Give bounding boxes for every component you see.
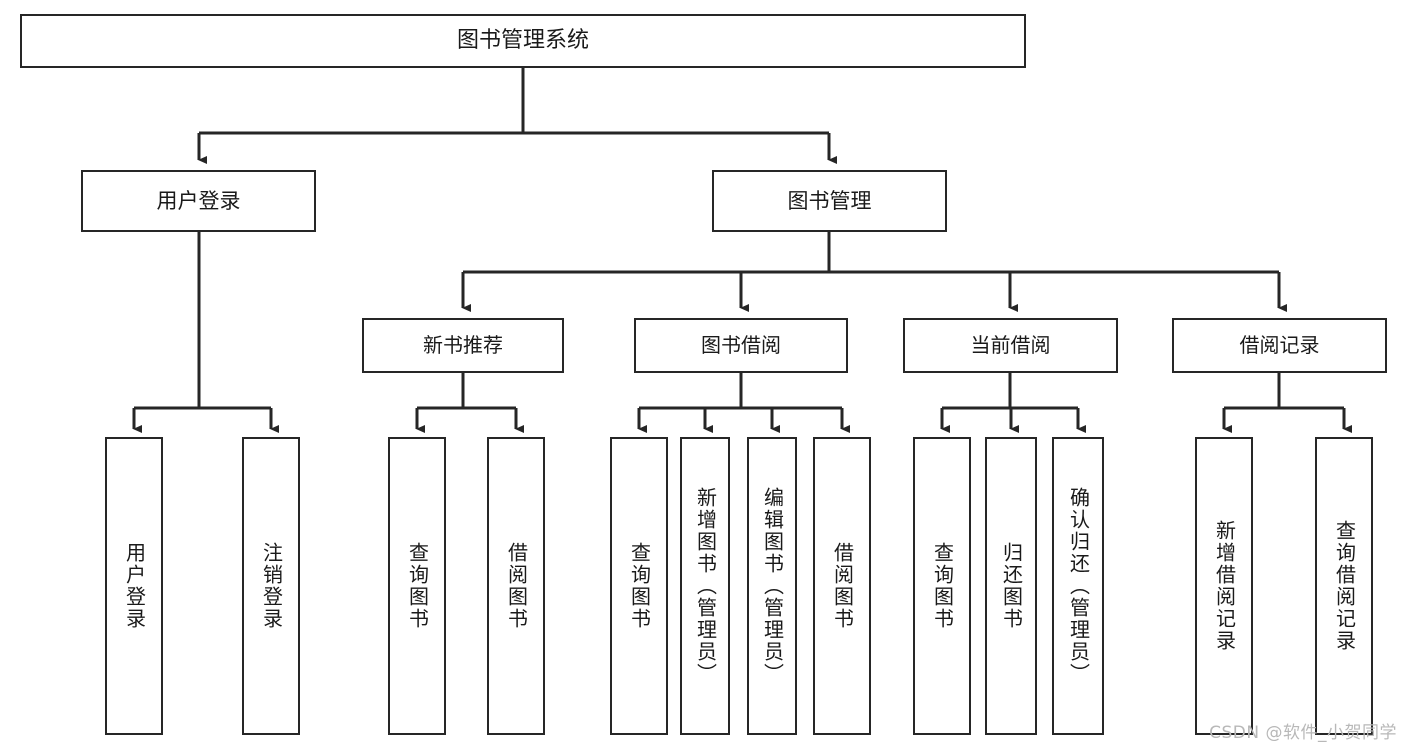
leaf-user-login[interactable]: 用户登录 xyxy=(105,437,163,735)
node-label: 查询借阅记录 xyxy=(1332,520,1357,652)
node-borrow-record[interactable]: 借阅记录 xyxy=(1172,318,1387,373)
node-new-book-recommend[interactable]: 新书推荐 xyxy=(362,318,564,373)
leaf-query-book-current[interactable]: 查询图书 xyxy=(913,437,971,735)
node-label: 查询图书 xyxy=(405,542,430,630)
leaf-logout[interactable]: 注销登录 xyxy=(242,437,300,735)
node-label: 图书管理 xyxy=(787,188,872,213)
leaf-return-book[interactable]: 归还图书 xyxy=(985,437,1037,735)
node-label: 图书管理系统 xyxy=(456,28,589,54)
node-book-borrow[interactable]: 图书借阅 xyxy=(634,318,848,373)
leaf-add-borrow-record[interactable]: 新增借阅记录 xyxy=(1195,437,1253,735)
leaf-confirm-return-admin[interactable]: 确认归还（管理员） xyxy=(1052,437,1104,735)
leaf-query-book-borrow[interactable]: 查询图书 xyxy=(610,437,668,735)
node-label: 用户登录 xyxy=(156,188,241,213)
node-label: 借阅图书 xyxy=(504,542,529,630)
node-book-management[interactable]: 图书管理 xyxy=(712,170,947,232)
node-user-login[interactable]: 用户登录 xyxy=(81,170,316,232)
leaf-edit-book-admin[interactable]: 编辑图书（管理员） xyxy=(747,437,797,735)
node-label: 查询图书 xyxy=(627,542,652,630)
node-label: 当前借阅 xyxy=(970,333,1051,357)
node-label: 编辑图书（管理员） xyxy=(760,487,785,685)
node-label: 新增图书（管理员） xyxy=(693,487,718,685)
node-label: 用户登录 xyxy=(122,542,147,630)
node-label: 新书推荐 xyxy=(423,333,503,357)
leaf-add-book-admin[interactable]: 新增图书（管理员） xyxy=(680,437,730,735)
node-label: 图书借阅 xyxy=(701,333,781,357)
node-label: 确认归还（管理员） xyxy=(1066,487,1091,685)
node-label: 归还图书 xyxy=(999,542,1024,630)
watermark: CSDN @软件_小贺同学 xyxy=(1209,723,1397,743)
node-label: 借阅记录 xyxy=(1239,333,1320,357)
leaf-query-book-recommend[interactable]: 查询图书 xyxy=(388,437,446,735)
leaf-query-borrow-record[interactable]: 查询借阅记录 xyxy=(1315,437,1373,735)
leaf-borrow-book-recommend[interactable]: 借阅图书 xyxy=(487,437,545,735)
node-label: 借阅图书 xyxy=(830,542,855,630)
leaf-borrow-book[interactable]: 借阅图书 xyxy=(813,437,871,735)
node-label: 查询图书 xyxy=(930,542,955,630)
node-label: 注销登录 xyxy=(259,542,284,630)
node-label: 新增借阅记录 xyxy=(1212,520,1237,652)
node-root[interactable]: 图书管理系统 xyxy=(20,14,1026,68)
node-current-borrow[interactable]: 当前借阅 xyxy=(903,318,1118,373)
